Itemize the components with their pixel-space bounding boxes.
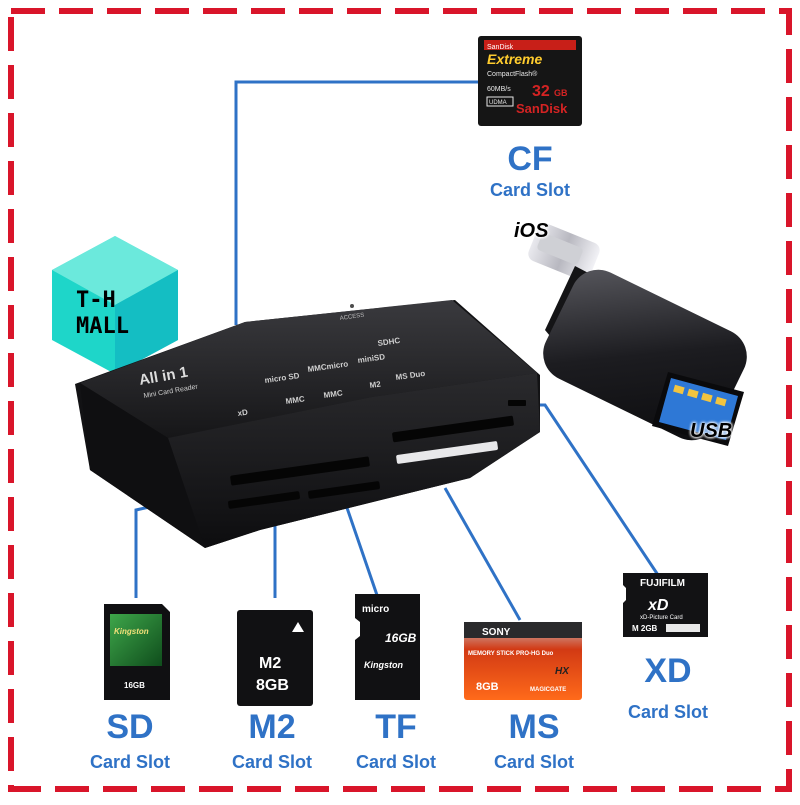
svg-text:16GB: 16GB	[124, 681, 145, 690]
ms-label: MS	[508, 708, 560, 746]
tf-card: micro 16GB Kingston	[355, 594, 420, 700]
m2-caption: Card Slot	[231, 752, 312, 772]
svg-text:Kingston: Kingston	[114, 627, 149, 636]
usb-label: USB	[690, 420, 733, 442]
svg-text:8GB: 8GB	[476, 681, 499, 693]
svg-text:MMC: MMC	[285, 394, 305, 406]
svg-text:xD: xD	[237, 408, 249, 418]
cf-label: CF	[507, 140, 553, 178]
otg-adapter	[528, 223, 747, 446]
svg-text:32: 32	[532, 83, 550, 100]
tf-caption: Card Slot	[355, 752, 436, 772]
svg-text:SDHC: SDHC	[377, 336, 401, 348]
svg-text:MAGICGATE: MAGICGATE	[530, 687, 566, 693]
svg-text:Extreme: Extreme	[487, 51, 542, 67]
svg-text:xD: xD	[647, 597, 669, 614]
svg-text:HX: HX	[555, 666, 570, 677]
sd-card: Kingston 16GB	[104, 604, 170, 700]
tf-label: TF	[375, 708, 417, 746]
border-frame	[8, 8, 792, 792]
svg-text:xD-Picture Card: xD-Picture Card	[640, 615, 683, 621]
svg-text:MMC: MMC	[323, 388, 343, 400]
svg-text:micro: micro	[362, 604, 389, 615]
svg-text:SanDisk: SanDisk	[487, 44, 514, 51]
ms-card: SONY MEMORY STICK PRO-HG Duo HX 8GB MAGI…	[464, 622, 582, 700]
svg-text:8GB: 8GB	[256, 677, 289, 694]
cf-caption: Card Slot	[489, 180, 570, 200]
xd-label: XD	[644, 652, 692, 690]
xd-card: FUJIFILM xD xD-Picture Card M 2GB	[623, 573, 708, 637]
svg-text:FUJIFILM: FUJIFILM	[640, 578, 685, 589]
sd-label: SD	[106, 708, 154, 746]
svg-text:16GB: 16GB	[385, 631, 417, 645]
xd-connector-line	[520, 403, 660, 576]
cf-card: SanDisk Extreme CompactFlash® 60MB/s 32 …	[478, 36, 582, 126]
svg-text:SONY: SONY	[482, 627, 511, 638]
xd-caption: Card Slot	[627, 702, 708, 722]
svg-text:UDMA: UDMA	[489, 100, 507, 106]
svg-text:miniSD: miniSD	[357, 352, 386, 365]
svg-text:GB: GB	[554, 88, 568, 98]
brand-line-1: T-H	[76, 288, 116, 313]
card-reader-device: All in 1 Mini Card Reader ACCESS micro S…	[75, 300, 540, 548]
svg-text:Kingston: Kingston	[364, 660, 403, 670]
svg-text:SanDisk: SanDisk	[516, 101, 568, 116]
svg-text:CompactFlash®: CompactFlash®	[487, 70, 538, 78]
brand-line-2: MALL	[76, 314, 129, 339]
svg-text:M2: M2	[369, 379, 382, 390]
svg-text:MS Duo: MS Duo	[395, 369, 426, 382]
tf-connector-line	[343, 501, 380, 599]
svg-text:MEMORY STICK PRO-HG Duo: MEMORY STICK PRO-HG Duo	[468, 651, 554, 657]
svg-text:M 2GB: M 2GB	[632, 624, 658, 633]
m2-card: M2 8GB	[237, 610, 313, 706]
ios-label: iOS	[514, 220, 549, 242]
svg-text:60MB/s: 60MB/s	[487, 86, 511, 93]
svg-text:ACCESS: ACCESS	[339, 313, 364, 322]
m2-label: M2	[248, 708, 296, 746]
sd-caption: Card Slot	[89, 752, 170, 772]
ms-caption: Card Slot	[493, 752, 574, 772]
cf-connector-line	[234, 80, 478, 325]
ms-connector-line	[443, 487, 522, 621]
svg-text:M2: M2	[259, 655, 281, 672]
